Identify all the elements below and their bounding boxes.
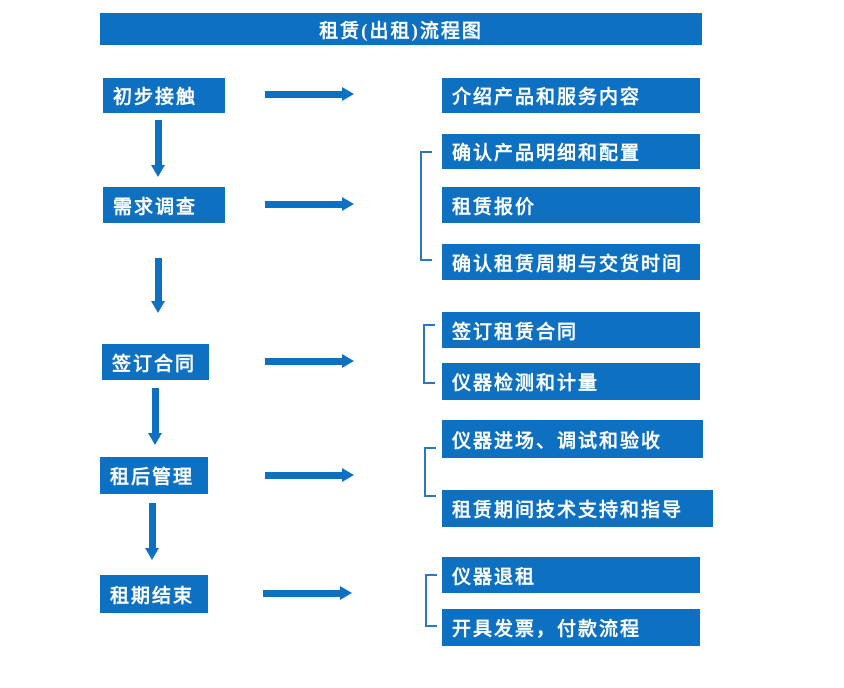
flowchart-title-banner: 租赁(出租)流程图 xyxy=(100,13,702,45)
group-bracket xyxy=(420,151,432,261)
group-bracket xyxy=(423,324,435,384)
flowchart-title: 租赁(出租)流程图 xyxy=(319,20,483,42)
detail-box-rental-tech-support: 租赁期间技术支持和指导 xyxy=(442,490,713,527)
group-bracket xyxy=(424,447,436,497)
detail-box-instrument-testing-metering: 仪器检测和计量 xyxy=(442,363,700,400)
arrow-down-icon xyxy=(151,120,165,177)
arrow-right-icon xyxy=(265,87,354,101)
detail-box-rental-quote: 租赁报价 xyxy=(442,187,700,223)
detail-box-instrument-entry-acceptance: 仪器进场、调试和验收 xyxy=(442,420,703,458)
detail-box-sign-rental-contract: 签订租赁合同 xyxy=(442,312,700,348)
arrow-down-icon xyxy=(148,388,162,445)
arrow-down-icon xyxy=(145,503,159,560)
step-box-demand-survey: 需求调查 xyxy=(103,187,225,223)
step-box-rental-period-end: 租期结束 xyxy=(100,575,208,613)
group-bracket xyxy=(425,574,437,627)
arrow-right-icon xyxy=(265,468,354,482)
detail-box-confirm-rental-period-delivery: 确认租赁周期与交货时间 xyxy=(442,244,700,280)
detail-box-introduce-products: 介绍产品和服务内容 xyxy=(442,78,700,113)
detail-box-confirm-product-details: 确认产品明细和配置 xyxy=(442,134,700,169)
arrow-right-icon xyxy=(265,197,354,211)
step-box-sign-contract: 签订合同 xyxy=(102,344,209,380)
step-box-initial-contact: 初步接触 xyxy=(103,78,225,113)
detail-box-invoice-payment: 开具发票，付款流程 xyxy=(442,609,700,646)
arrow-right-icon xyxy=(263,586,352,600)
arrow-right-icon xyxy=(265,354,354,368)
step-box-post-rental-management: 租后管理 xyxy=(100,457,208,494)
detail-box-instrument-return: 仪器退租 xyxy=(442,557,700,593)
arrow-down-icon xyxy=(151,258,165,313)
